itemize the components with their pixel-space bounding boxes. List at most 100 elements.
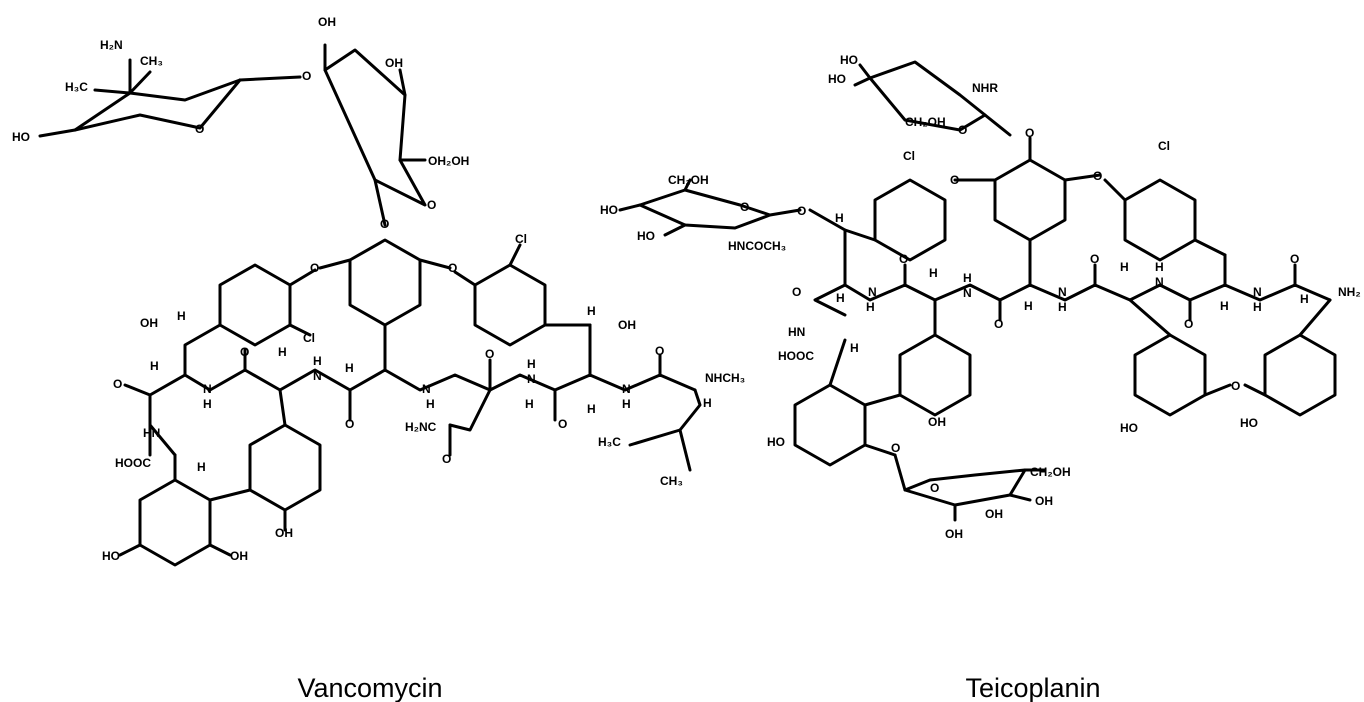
- t-h-n2: H: [963, 271, 972, 285]
- t-o-c5: O: [1184, 317, 1193, 331]
- v-cl-top: Cl: [515, 232, 527, 246]
- v-h-nh5: H: [622, 397, 631, 411]
- t-ho-res: HO: [767, 435, 785, 449]
- v-h4: H: [525, 397, 534, 411]
- v-o3: O: [345, 417, 354, 431]
- t-ho-r2: HO: [1240, 416, 1258, 430]
- v-nh2: N: [313, 369, 322, 383]
- teico-ring-left: [873, 178, 947, 262]
- v-nhch3: NHCH₃: [705, 371, 745, 385]
- t-h-c1: H: [836, 291, 845, 305]
- t-n3: N: [1058, 285, 1067, 299]
- t-h-n4: H: [1155, 260, 1164, 274]
- v-h2: H: [278, 345, 287, 359]
- t-nhr: NHR: [972, 81, 998, 95]
- v-oh-r: OH: [618, 318, 636, 332]
- v-h1: H: [150, 359, 159, 373]
- v-ch3-leu: CH₃: [660, 474, 683, 488]
- v-nh1: N: [203, 382, 212, 396]
- teico-sugar-left: [638, 188, 772, 230]
- v-nh3: N: [422, 382, 431, 396]
- v-hdash: H: [345, 361, 354, 375]
- t-ho4: HO: [637, 229, 655, 243]
- t-h-hooc: H: [850, 341, 859, 355]
- t-h-c5: H: [1220, 299, 1229, 313]
- t-n5: N: [1253, 285, 1262, 299]
- t-oh-b1: OH: [1035, 494, 1053, 508]
- t-n2: N: [963, 286, 972, 300]
- teico-ring-right: [1123, 178, 1197, 262]
- t-o-c3: O: [994, 317, 1003, 331]
- teico-ring-lower-right1: [1133, 333, 1207, 417]
- t-nh2: NH₂: [1338, 285, 1361, 299]
- v-cl-left: Cl: [303, 331, 315, 345]
- t-o-link2: O: [797, 204, 806, 218]
- v-h3c-leu: H₃C: [598, 435, 621, 449]
- t-ho2: HO: [828, 72, 846, 86]
- v-h5: H: [587, 402, 596, 416]
- t-h-a: H: [835, 211, 844, 225]
- v-h3c-top: H₃C: [65, 80, 88, 94]
- v-h2nc: H₂NC: [405, 420, 437, 434]
- v-o2: O: [240, 345, 249, 359]
- t-h-c2: H: [929, 266, 938, 280]
- t-o-sug1: O: [958, 123, 967, 137]
- v-o1: O: [113, 377, 122, 391]
- t-ch2oh-top: CH₂OH: [905, 115, 946, 129]
- t-o-c2: O: [899, 252, 908, 266]
- v-o-link: O: [302, 69, 311, 83]
- v-oh-top: OH: [318, 15, 336, 29]
- t-h-c4: H: [1120, 260, 1129, 274]
- t-ho-r1: HO: [1120, 421, 1138, 435]
- teicoplanin-caption: Teicoplanin: [965, 673, 1100, 702]
- vanco-ring-lower-mid: [248, 423, 322, 512]
- t-o-e2: O: [1093, 169, 1102, 183]
- vanco-ring-right: [473, 263, 547, 347]
- t-o-e1: O: [950, 173, 959, 187]
- v-ho-sugar: HO: [12, 130, 30, 144]
- t-ch2oh-bot: CH₂OH: [1030, 465, 1071, 479]
- t-oh-b3: OH: [945, 527, 963, 541]
- t-n1: N: [868, 285, 877, 299]
- v-nh4: N: [527, 372, 536, 386]
- t-oh-phen: OH: [928, 415, 946, 429]
- v-o4: O: [485, 347, 494, 361]
- v-h-r: H: [587, 304, 596, 318]
- t-hooc: HOOC: [778, 349, 814, 363]
- v-o-right: O: [448, 261, 457, 275]
- vancosamine-ring-lower: [73, 78, 242, 132]
- v-oh-res: OH: [230, 549, 248, 563]
- v-h2n-top: H₂N: [100, 38, 123, 52]
- teicoplanin-structure: HO HO NHR CH₂OH O O CH₂OH HO HO O HNCOCH…: [600, 53, 1361, 541]
- v-h-nh4: H: [527, 357, 536, 371]
- t-hncoch3: HNCOCH₃: [728, 239, 786, 253]
- t-o-link1: O: [1025, 126, 1034, 140]
- v-ch3-top: CH₃: [140, 54, 163, 68]
- t-hn-l: HN: [788, 325, 805, 339]
- t-ch2oh-2: CH₂OH: [668, 173, 709, 187]
- teico-sugar-bottom: [903, 468, 1027, 507]
- t-o-sug2: O: [740, 200, 749, 214]
- t-ho3: HO: [600, 203, 618, 217]
- t-o-bot: O: [891, 441, 900, 455]
- t-cl2: Cl: [1158, 139, 1170, 153]
- v-oh-benz: OH: [140, 316, 158, 330]
- v-h6: H: [703, 396, 712, 410]
- v-o-ring1: O: [195, 122, 204, 136]
- v-o-ether: O: [380, 217, 389, 231]
- v-h-nh2: H: [313, 354, 322, 368]
- t-h-n5: H: [1253, 300, 1262, 314]
- vanco-backbone: [148, 323, 222, 457]
- v-hn-l: HN: [143, 426, 160, 440]
- t-n4: N: [1155, 275, 1164, 289]
- vancomycin-caption: Vancomycin: [297, 673, 442, 702]
- teico-ring-center: [993, 158, 1067, 242]
- teico-ring-lower-right2: [1263, 333, 1337, 417]
- vanco-ring-left: [218, 263, 292, 347]
- vancosamine-ring: [73, 78, 242, 132]
- t-cl1: Cl: [903, 149, 915, 163]
- v-o-ring2: O: [427, 198, 436, 212]
- t-h-c3: H: [1024, 299, 1033, 313]
- t-o-c1: O: [792, 285, 801, 299]
